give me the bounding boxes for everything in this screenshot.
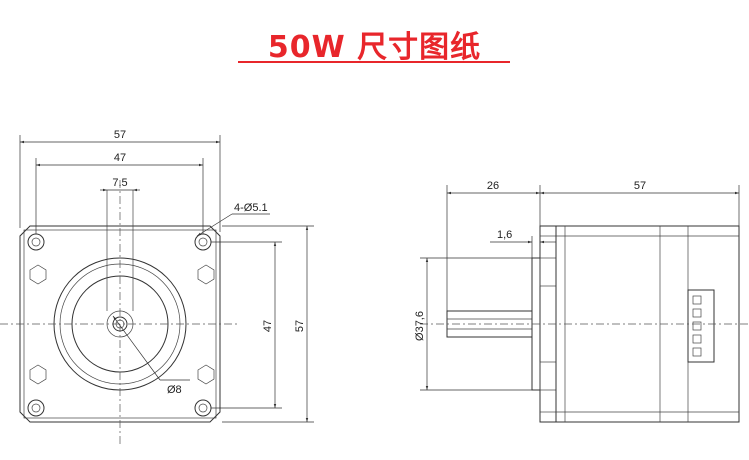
dim-body-length: 57	[634, 180, 646, 192]
dim-width-holes: 47	[114, 152, 126, 164]
dim-width-outer: 57	[114, 129, 126, 141]
hex-nut-left-lower	[29, 364, 47, 385]
mount-hole-bottom-right	[194, 399, 212, 417]
title-underline	[238, 61, 510, 63]
dim-shaft-flat: 7.5	[112, 177, 127, 189]
front-view: 57 47 7.5 4-Ø5.1 47 57 Ø8	[0, 129, 314, 445]
side-view: 26 57 1,6 Ø37,6	[414, 180, 749, 423]
mount-hole-top-left	[27, 233, 45, 251]
hex-nut-left	[29, 264, 47, 285]
mount-hole-bottom-left	[27, 399, 45, 417]
hex-nut-right	[197, 264, 215, 285]
dim-shaft-dia: Ø8	[167, 384, 182, 396]
dim-flange: 1,6	[497, 229, 512, 241]
side-connector	[687, 289, 715, 363]
dim-shaft-length: 26	[487, 180, 499, 192]
drawing-title: 50W 尺寸图纸	[267, 30, 482, 65]
dim-height-holes: 47	[262, 320, 274, 332]
dim-mount-holes: 4-Ø5.1	[234, 202, 268, 214]
front-plate-outline	[19, 225, 221, 423]
hex-nut-right-lower	[197, 364, 215, 385]
mount-hole-top-right	[194, 233, 212, 251]
dim-height-outer: 57	[294, 320, 306, 332]
dim-pilot-dia: Ø37,6	[414, 311, 426, 341]
